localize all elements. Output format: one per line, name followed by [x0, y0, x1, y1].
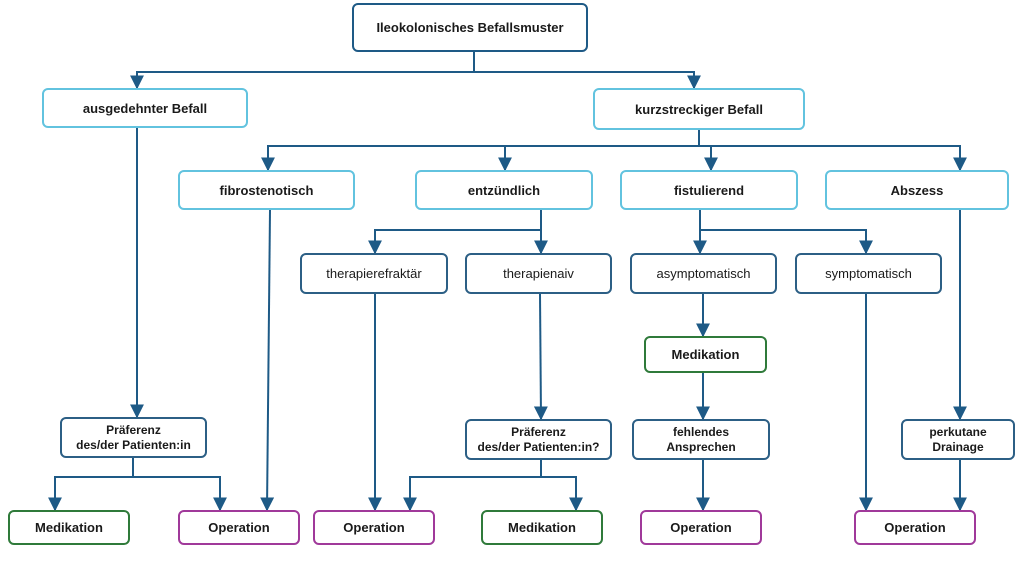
therapienaiv-node: therapienaiv: [465, 253, 612, 294]
medikation-fistulierend-node: Medikation: [644, 336, 767, 373]
edge-fibro-to-operation: [260, 209, 275, 512]
kurzstreckiger-befall-node: kurzstreckiger Befall: [593, 88, 805, 130]
edge-praef-to-medikation: [48, 458, 134, 512]
operation-outcome-3: Operation: [640, 510, 762, 545]
fistulierend-node: fistulierend: [620, 170, 798, 210]
praeferenz-mitte-node: Präferenz des/der Patienten:in?: [465, 419, 612, 460]
edge-praefm-to-operation: [403, 460, 542, 512]
praeferenz-links-node: Präferenz des/der Patienten:in: [60, 417, 207, 458]
entzuendlich-node: entzündlich: [415, 170, 593, 210]
fibrostenotisch-node: fibrostenotisch: [178, 170, 355, 210]
symptomatisch-node: symptomatisch: [795, 253, 942, 294]
operation-outcome-2: Operation: [313, 510, 435, 545]
edge-naiv-to-praeferenz: [533, 293, 548, 421]
medikation-outcome-right: Medikation: [481, 510, 603, 545]
therapierefraktaer-node: therapierefraktär: [300, 253, 448, 294]
fehlendes-ansprechen-node: fehlendes Ansprechen: [632, 419, 770, 460]
abszess-node: Abszess: [825, 170, 1009, 210]
edge-kurz-to-abszess: [699, 145, 967, 172]
edge-praefm-to-medikation: [541, 476, 583, 512]
edge-fist-to-sym: [700, 229, 873, 255]
edge-kurz-to-fibro: [261, 130, 700, 172]
edge-root-to-ausgedehnt: [130, 52, 475, 90]
edge-praef-to-operation: [133, 476, 227, 512]
perkutane-drainage-node: perkutane Drainage: [901, 419, 1015, 460]
edge-root-to-kurzstreckig: [474, 71, 701, 90]
root-node: Ileokolonisches Befallsmuster: [352, 3, 588, 52]
operation-outcome-4: Operation: [854, 510, 976, 545]
asymptomatisch-node: asymptomatisch: [630, 253, 777, 294]
edge-entz-to-refraktaer: [368, 210, 542, 255]
ausgedehnter-befall-node: ausgedehnter Befall: [42, 88, 248, 128]
medikation-outcome-left: Medikation: [8, 510, 130, 545]
operation-outcome-1: Operation: [178, 510, 300, 545]
